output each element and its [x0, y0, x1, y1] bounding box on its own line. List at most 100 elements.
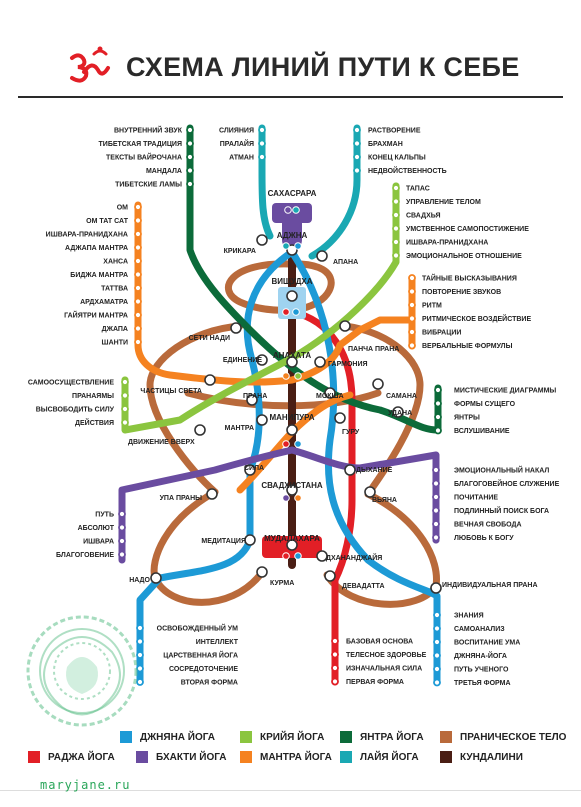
label-moksha: МОКША [316, 393, 344, 400]
label-vishuddha: ВИЩУДХА [271, 277, 312, 286]
label-manipura: МАНИПУРА [269, 413, 314, 422]
st-meditatsiya [244, 534, 256, 546]
legend-label: ЯНТРА ЙОГА [360, 731, 424, 743]
label-dyhanie: ДЫХАНИЕ [356, 467, 393, 474]
branch-orange-left-stop [134, 284, 142, 292]
branch-teal-top-stop [258, 126, 266, 134]
branch-darkgreen-top-stop [186, 139, 194, 148]
branch-blue-right-stop [433, 651, 441, 660]
legend-swatch [440, 751, 452, 763]
label-garmoniya: ГАРМОНИЯ [328, 361, 368, 368]
branch-teal-right-label: БРАХМАН [368, 141, 403, 148]
st-prana [246, 394, 258, 406]
branch-teal-top-stop [258, 153, 266, 161]
st-seti-nadi [230, 322, 242, 334]
legend-swatch [28, 751, 40, 763]
st-devadatta [324, 570, 336, 582]
branch-darkgreen-right-label: ФОРМЫ СУЩЕГО [454, 401, 516, 408]
legend-swatch [340, 751, 352, 763]
sahasrara-block [272, 203, 312, 223]
branch-purple-right-stop [432, 533, 440, 542]
branch-orange-left-label: ХАНСА [103, 259, 128, 266]
interchange-dot [282, 372, 290, 380]
legend-label: ДЖНЯНА ЙОГА [140, 731, 216, 743]
branch-lime-right-stop [392, 184, 400, 192]
branch-red-bottom-stop [331, 637, 339, 645]
branch-orange-left-label: ОМ ТАТ САТ [86, 218, 129, 225]
branch-purple-right-label: ПОДЛИННЫЙ ПОИСК БОГА [454, 506, 549, 515]
st-garmoniya [314, 356, 326, 368]
branch-orange-right-label: ВИБРАЦИИ [422, 330, 461, 337]
branch-darkgreen-right-label: ЯНТРЫ [454, 415, 480, 422]
om-symbol-icon [70, 46, 110, 83]
branch-blue-left-label: СОСРЕДОТОЧЕНИЕ [169, 666, 238, 673]
st-apana [316, 250, 328, 262]
branch-blue-left-label: ОСВОБОЖДЕННЫЙ УМ [157, 624, 238, 633]
branch-orange-right-stop [408, 314, 416, 323]
label-individualnaya: ИНДИВИДУАЛЬНАЯ ПРАНА [442, 582, 538, 589]
branch-darkgreen-top-label: МАНДАЛА [146, 168, 182, 175]
st-moksha [324, 387, 336, 399]
branch-darkgreen-right-stop [434, 426, 442, 435]
branch-blue-right-label: ДЖНЯНА-ЙОГА [454, 651, 507, 660]
branch-orange-left-label: БИДЖА МАНТРА [70, 272, 128, 279]
branch-darkgreen-top-stop [186, 126, 194, 134]
branch-blue-right-stop [433, 624, 441, 633]
legend-item: БХАКТИ ЙОГА [136, 750, 226, 764]
branch-purple-right-label: ЭМОЦИОНАЛЬНЫЙ НАКАЛ [454, 466, 549, 475]
branch-lime-left-label: ВЫСВОБОДИТЬ СИЛУ [36, 407, 115, 414]
legend-swatch [240, 731, 252, 743]
label-mudalahara: МУДАЛАХАРА [264, 534, 320, 543]
st-vishuddha [286, 290, 298, 302]
label-kurma: КУРМА [270, 580, 294, 587]
label-adjna: АДЖНА [277, 231, 308, 240]
st-anahata [286, 356, 298, 368]
interchange-dot [282, 552, 290, 560]
branch-teal-top-label: ПРАЛАЙЯ [220, 139, 254, 148]
branch-lime-left-stop [121, 418, 129, 427]
branch-orange-right-label: РИТМИЧЕСКОЕ ВОЗДЕЙСТВИЕ [422, 314, 531, 323]
branch-lime-left-stop [121, 405, 129, 413]
interchange-dot [294, 242, 302, 250]
st-krikara [256, 234, 268, 246]
branch-blue-left-stop [136, 624, 144, 632]
st-dhanandzhaya [316, 550, 328, 562]
branch-red-bottom-label: ПЕРВАЯ ФОРМА [346, 679, 404, 686]
branch-darkgreen-top-stop [186, 180, 194, 188]
interchange-dot [292, 206, 300, 214]
branch-purple-left-stop [118, 523, 126, 532]
st-pancha-prana [339, 320, 351, 332]
branch-teal-right-label: РАСТВОРЕНИЕ [368, 128, 421, 135]
branch-darkgreen-right-stop [434, 386, 442, 394]
legend-item: ДЖНЯНА ЙОГА [120, 730, 215, 744]
branch-blue-right-label: ВОСПИТАНИЕ УМА [454, 640, 520, 647]
page-title: СХЕМА ЛИНИЙ ПУТИ К СЕБЕ [126, 52, 520, 82]
branch-orange-left-label: ТАТТВА [101, 286, 128, 293]
legend-label: ПРАНИЧЕСКОЕ ТЕЛО [460, 731, 567, 743]
legend-label: МАНТРА ЙОГА [260, 751, 332, 763]
legend-label: ЛАЙЯ ЙОГА [360, 751, 419, 763]
branch-darkgreen-right-label: МИСТИЧЕСКИЕ ДИАГРАММЫ [454, 388, 556, 395]
branch-red-bottom-label: ТЕЛЕСНОЕ ЗДОРОВЬЕ [346, 652, 427, 659]
branch-purple-right-label: ПОЧИТАНИЕ [454, 495, 498, 502]
branch-purple-left-stop [118, 510, 126, 518]
branch-purple-right-stop [432, 466, 440, 474]
st-vyana [364, 486, 376, 498]
st-nado [150, 572, 162, 584]
branch-blue-left-label: ИНТЕЛЛЕКТ [196, 639, 239, 646]
st-adjna [286, 244, 298, 256]
branch-blue-right-label: ЗНАНИЯ [454, 613, 484, 620]
branch-orange-right-stop [408, 287, 416, 296]
label-pancha-prana: ПАНЧА ПРАНА [348, 346, 399, 353]
line-pranic-left-upper [146, 322, 244, 496]
branch-lime-left-label: САМООСУЩЕСТВЛЕНИЕ [28, 380, 114, 387]
legend-item: ПРАНИЧЕСКОЕ ТЕЛО [440, 730, 566, 744]
branch-orange-right-stop [408, 274, 416, 282]
line-dzhnyana-left [136, 248, 296, 682]
label-samana: САМАНА [386, 393, 417, 400]
label-meditatsiya: МЕДИТАЦИЯ [201, 538, 246, 545]
branch-lime-right-label: ЭМОЦИОНАЛЬНОЕ ОТНОШЕНИЕ [406, 253, 522, 260]
legend-item: ЯНТРА ЙОГА [340, 730, 424, 744]
branch-orange-left-label: ОМ [117, 205, 128, 212]
st-individualnaya [430, 582, 442, 594]
